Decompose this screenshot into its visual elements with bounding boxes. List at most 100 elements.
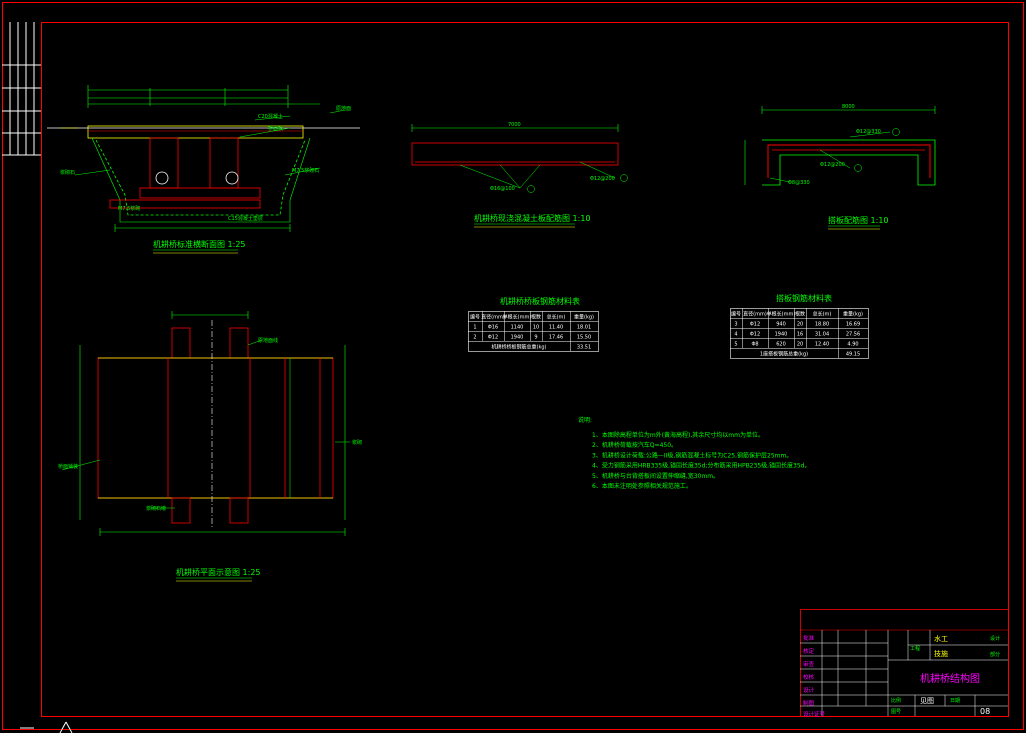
note-item: 6、本图未注明处参照相关规范施工。 — [592, 482, 692, 490]
table1-total-label: 机耕桥桥板钢筋总重(kg) — [492, 344, 547, 351]
curb-rebar-view — [744, 106, 936, 186]
table2-total-value: 49.15 — [846, 352, 860, 358]
table2-cell: 5 — [734, 342, 737, 348]
tb-no-value: 08 — [980, 707, 990, 716]
table2-cell: Φ12 — [750, 332, 760, 338]
table1-total-value: 33.51 — [577, 345, 591, 351]
tb-project-label: 工程 — [910, 645, 920, 652]
slab-rebar-1: Φ16@100 — [490, 186, 515, 192]
table1-header-cell: 重量(kg) — [574, 314, 594, 321]
note-item: 5、机耕桥与台背搭板间设置伸缩缝,宽30mm。 — [592, 472, 719, 480]
plan-label-bottom: 浆砌石墩 — [146, 505, 166, 512]
section-label-top-b: 桥面板 — [268, 125, 283, 132]
tb-left-row: 审查 — [803, 660, 815, 668]
curb-rebar-1: Φ12@330 — [856, 129, 881, 135]
tb-mid-b: 部分 — [990, 651, 1000, 658]
ucs-icon — [20, 721, 73, 733]
table2-cell: 20 — [797, 342, 803, 348]
table2-cell: 16.69 — [846, 322, 860, 328]
tb-left-row: 制图 — [803, 699, 815, 707]
table1-cell: Φ16 — [488, 325, 498, 331]
table1-cell: 1 — [473, 325, 476, 331]
table2-header-cell: 单根长(mm) — [767, 311, 796, 318]
table1-cell: 11.40 — [549, 325, 563, 331]
table2-header-cell: 根数 — [795, 311, 805, 318]
table2-cell: 20 — [797, 322, 803, 328]
slab-title: 机耕桥现浇混凝土板配筋图 1:10 — [474, 213, 591, 223]
tb-mid-d: 设计 — [990, 635, 1000, 642]
table2-header-cell: 编号 — [731, 311, 741, 318]
plan-label-top: 原地面线 — [258, 337, 278, 344]
table1: 编号直径(mm)单根长(mm)根数总长(m) 重量(kg) 1 Φ16 1140 10 11… — [468, 311, 599, 352]
table1-header-cell: 总长(m) — [547, 314, 566, 321]
table1-header-cell: 单根长(mm) — [503, 314, 532, 321]
section-label-side-r: 原地面 — [336, 105, 351, 112]
table2-cell: 4.90 — [847, 342, 858, 348]
table2-total-label: 1座搭板钢筋总重(kg) — [760, 351, 808, 358]
note-item: 3、机耕桥设计荷载:公路—II级,钢筋混凝土标号为C25,钢筋保护层25mm。 — [592, 451, 792, 459]
notes-list: 1、本图除高程单位为m外(黄海高程),其余尺寸均以mm为单位。 2、机耕桥荷载按汽… — [592, 431, 811, 490]
table1-cell: 1940 — [511, 335, 524, 341]
plan-label-left: 桥面铺装 — [58, 463, 78, 470]
section-label-right: M7.5浆砌石 — [292, 167, 319, 174]
table2-cell: 16 — [797, 332, 803, 338]
table2-cell: 31.04 — [815, 332, 829, 338]
curb-rebar-3: Φ8@330 — [788, 180, 810, 186]
tb-mid-c: 技施 — [934, 649, 948, 658]
table2-header-cell: 总长(m) — [813, 311, 832, 318]
slab-rebar-2: Φ12@200 — [590, 176, 615, 182]
tb-left-row: 设计 — [803, 686, 815, 694]
table1-header-cell: 编号 — [470, 314, 480, 321]
section-label-left: 浆砌石 — [60, 169, 75, 176]
table2-cell: 3 — [734, 322, 737, 328]
tb-no-label: 图号 — [891, 709, 901, 715]
table2-cell: 4 — [734, 332, 737, 338]
tb-ratio-value: 见图 — [920, 697, 934, 705]
plan-view — [61, 311, 350, 536]
table2-cell: 620 — [776, 342, 786, 348]
table2-cell: 940 — [776, 322, 786, 328]
curb-rebar-2: Φ12@200 — [820, 162, 845, 168]
table1-cell: Φ12 — [488, 335, 498, 341]
tb-date-label: 日期 — [950, 698, 960, 704]
section-label-top-a: C20混凝土 — [258, 113, 283, 120]
notes-heading: 说明: — [578, 416, 592, 424]
table2-cell: 27.56 — [846, 332, 860, 338]
tb-ratio-label: 比例 — [891, 697, 901, 704]
table1-cell: 15.50 — [577, 335, 591, 341]
binding-strip — [2, 22, 41, 156]
table2-title: 搭板钢筋材料表 — [776, 293, 832, 303]
section-label-bottom-r: C15混凝土垫层 — [228, 215, 263, 222]
table2-cell: 12.40 — [815, 342, 829, 348]
table2-cell: 18.80 — [815, 322, 829, 328]
title-block — [800, 609, 1009, 717]
tb-drawing-name: 机耕桥结构图 — [920, 672, 980, 685]
table2-frame — [730, 308, 869, 359]
curb-total-dim: 8000 — [842, 104, 855, 110]
slab-total-dim: 7000 — [508, 122, 521, 128]
note-item: 4、受力钢筋采用HRB335级,锚固长度35d;分布筋采用HPB235级,锚固长… — [592, 462, 811, 470]
tb-left-row: 核定 — [803, 647, 815, 655]
plan-label-right: 浆砌 — [352, 439, 362, 446]
table1-header-cell: 根数 — [531, 314, 541, 321]
table1-cell: 17.46 — [549, 335, 563, 341]
inner-border — [41, 22, 1009, 717]
table1-cell: 1140 — [511, 325, 524, 331]
curb-title: 搭板配筋图 1:10 — [828, 215, 889, 225]
note-item: 2、机耕桥荷载按汽车Q=450。 — [592, 441, 677, 449]
tb-left-row: 批准 — [803, 634, 815, 642]
slab-rebar-view — [411, 124, 628, 193]
table1-cell: 2 — [473, 335, 476, 341]
note-item: 1、本图除高程单位为m外(黄海高程),其余尺寸均以mm为单位。 — [592, 431, 764, 439]
table1-cell: 10 — [533, 325, 539, 331]
table1-cell: 9 — [534, 335, 537, 341]
section-title: 机耕桥标准横断面图 1:25 — [153, 239, 246, 249]
table2-cell: Φ8 — [751, 342, 758, 348]
tb-mid-a: 水工 — [934, 634, 948, 643]
table2-header-cell: 直径(mm) — [743, 311, 767, 318]
table1-header-cell: 直径(mm) — [481, 314, 505, 321]
